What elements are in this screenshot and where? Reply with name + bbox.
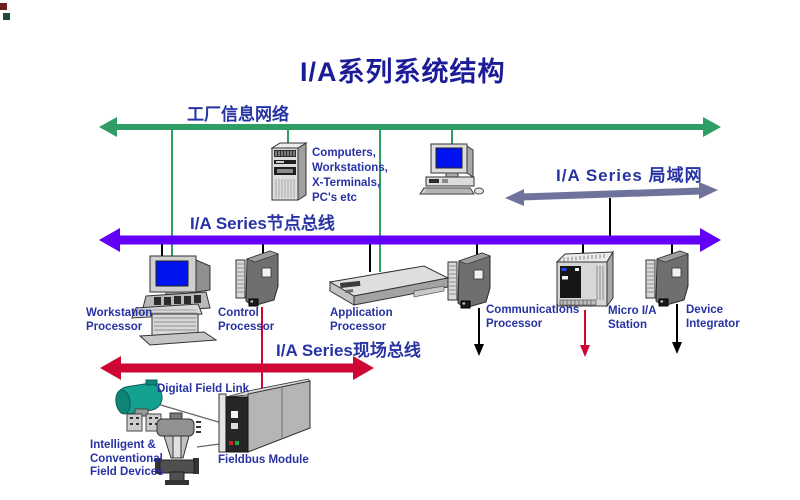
workstation-processor-icon <box>131 255 218 346</box>
control-processor-icon <box>235 250 279 307</box>
fieldbus-module-icon <box>218 378 311 453</box>
digital-field-link-label: Digital Field Link <box>157 383 250 395</box>
communications-processor-label: Communications Processor <box>486 304 580 330</box>
desktop-computer-icon <box>419 143 484 195</box>
fieldbus-module-label: Fieldbus Module <box>218 454 309 466</box>
device-integrator-icon <box>645 250 689 307</box>
plant-bus-label: 工厂信息网络 <box>187 105 289 124</box>
lan-bus-label: I/A Series 局域网 <box>556 166 703 185</box>
application-processor-label: Application Processor <box>330 307 393 333</box>
corner-artifact-icon <box>0 3 7 10</box>
field-bus-arrow <box>100 356 374 380</box>
diagram-title: I/A系列系统结构 <box>300 57 506 87</box>
plant-bus-arrow <box>99 117 721 137</box>
application-processor-icon <box>328 265 450 306</box>
control-processor-label: Control Processor <box>218 307 275 333</box>
node-bus-arrow <box>99 228 721 252</box>
micro-ia-station-icon <box>555 250 614 308</box>
tower-computer-icon <box>270 142 308 201</box>
communications-processor-icon <box>447 252 491 309</box>
lan-bus-arrow <box>505 182 718 206</box>
device-integrator-label: Device Integrator <box>686 304 740 330</box>
node-bus-label: I/A Series节点总线 <box>190 214 335 233</box>
field-bus-label: I/A Series现场总线 <box>276 341 421 360</box>
computers-note-label: Computers, Workstations, X-Terminals, PC… <box>312 147 388 204</box>
micro-ia-station-label: Micro I/A Station <box>608 305 657 331</box>
terminal-arrows <box>474 304 682 357</box>
corner-artifact-icon <box>3 13 10 20</box>
valve-icon <box>155 412 201 485</box>
workstation-processor-label: Workstation Processor <box>86 307 153 333</box>
field-devices-label: Intelligent & Conventional Field Devices <box>90 439 164 478</box>
